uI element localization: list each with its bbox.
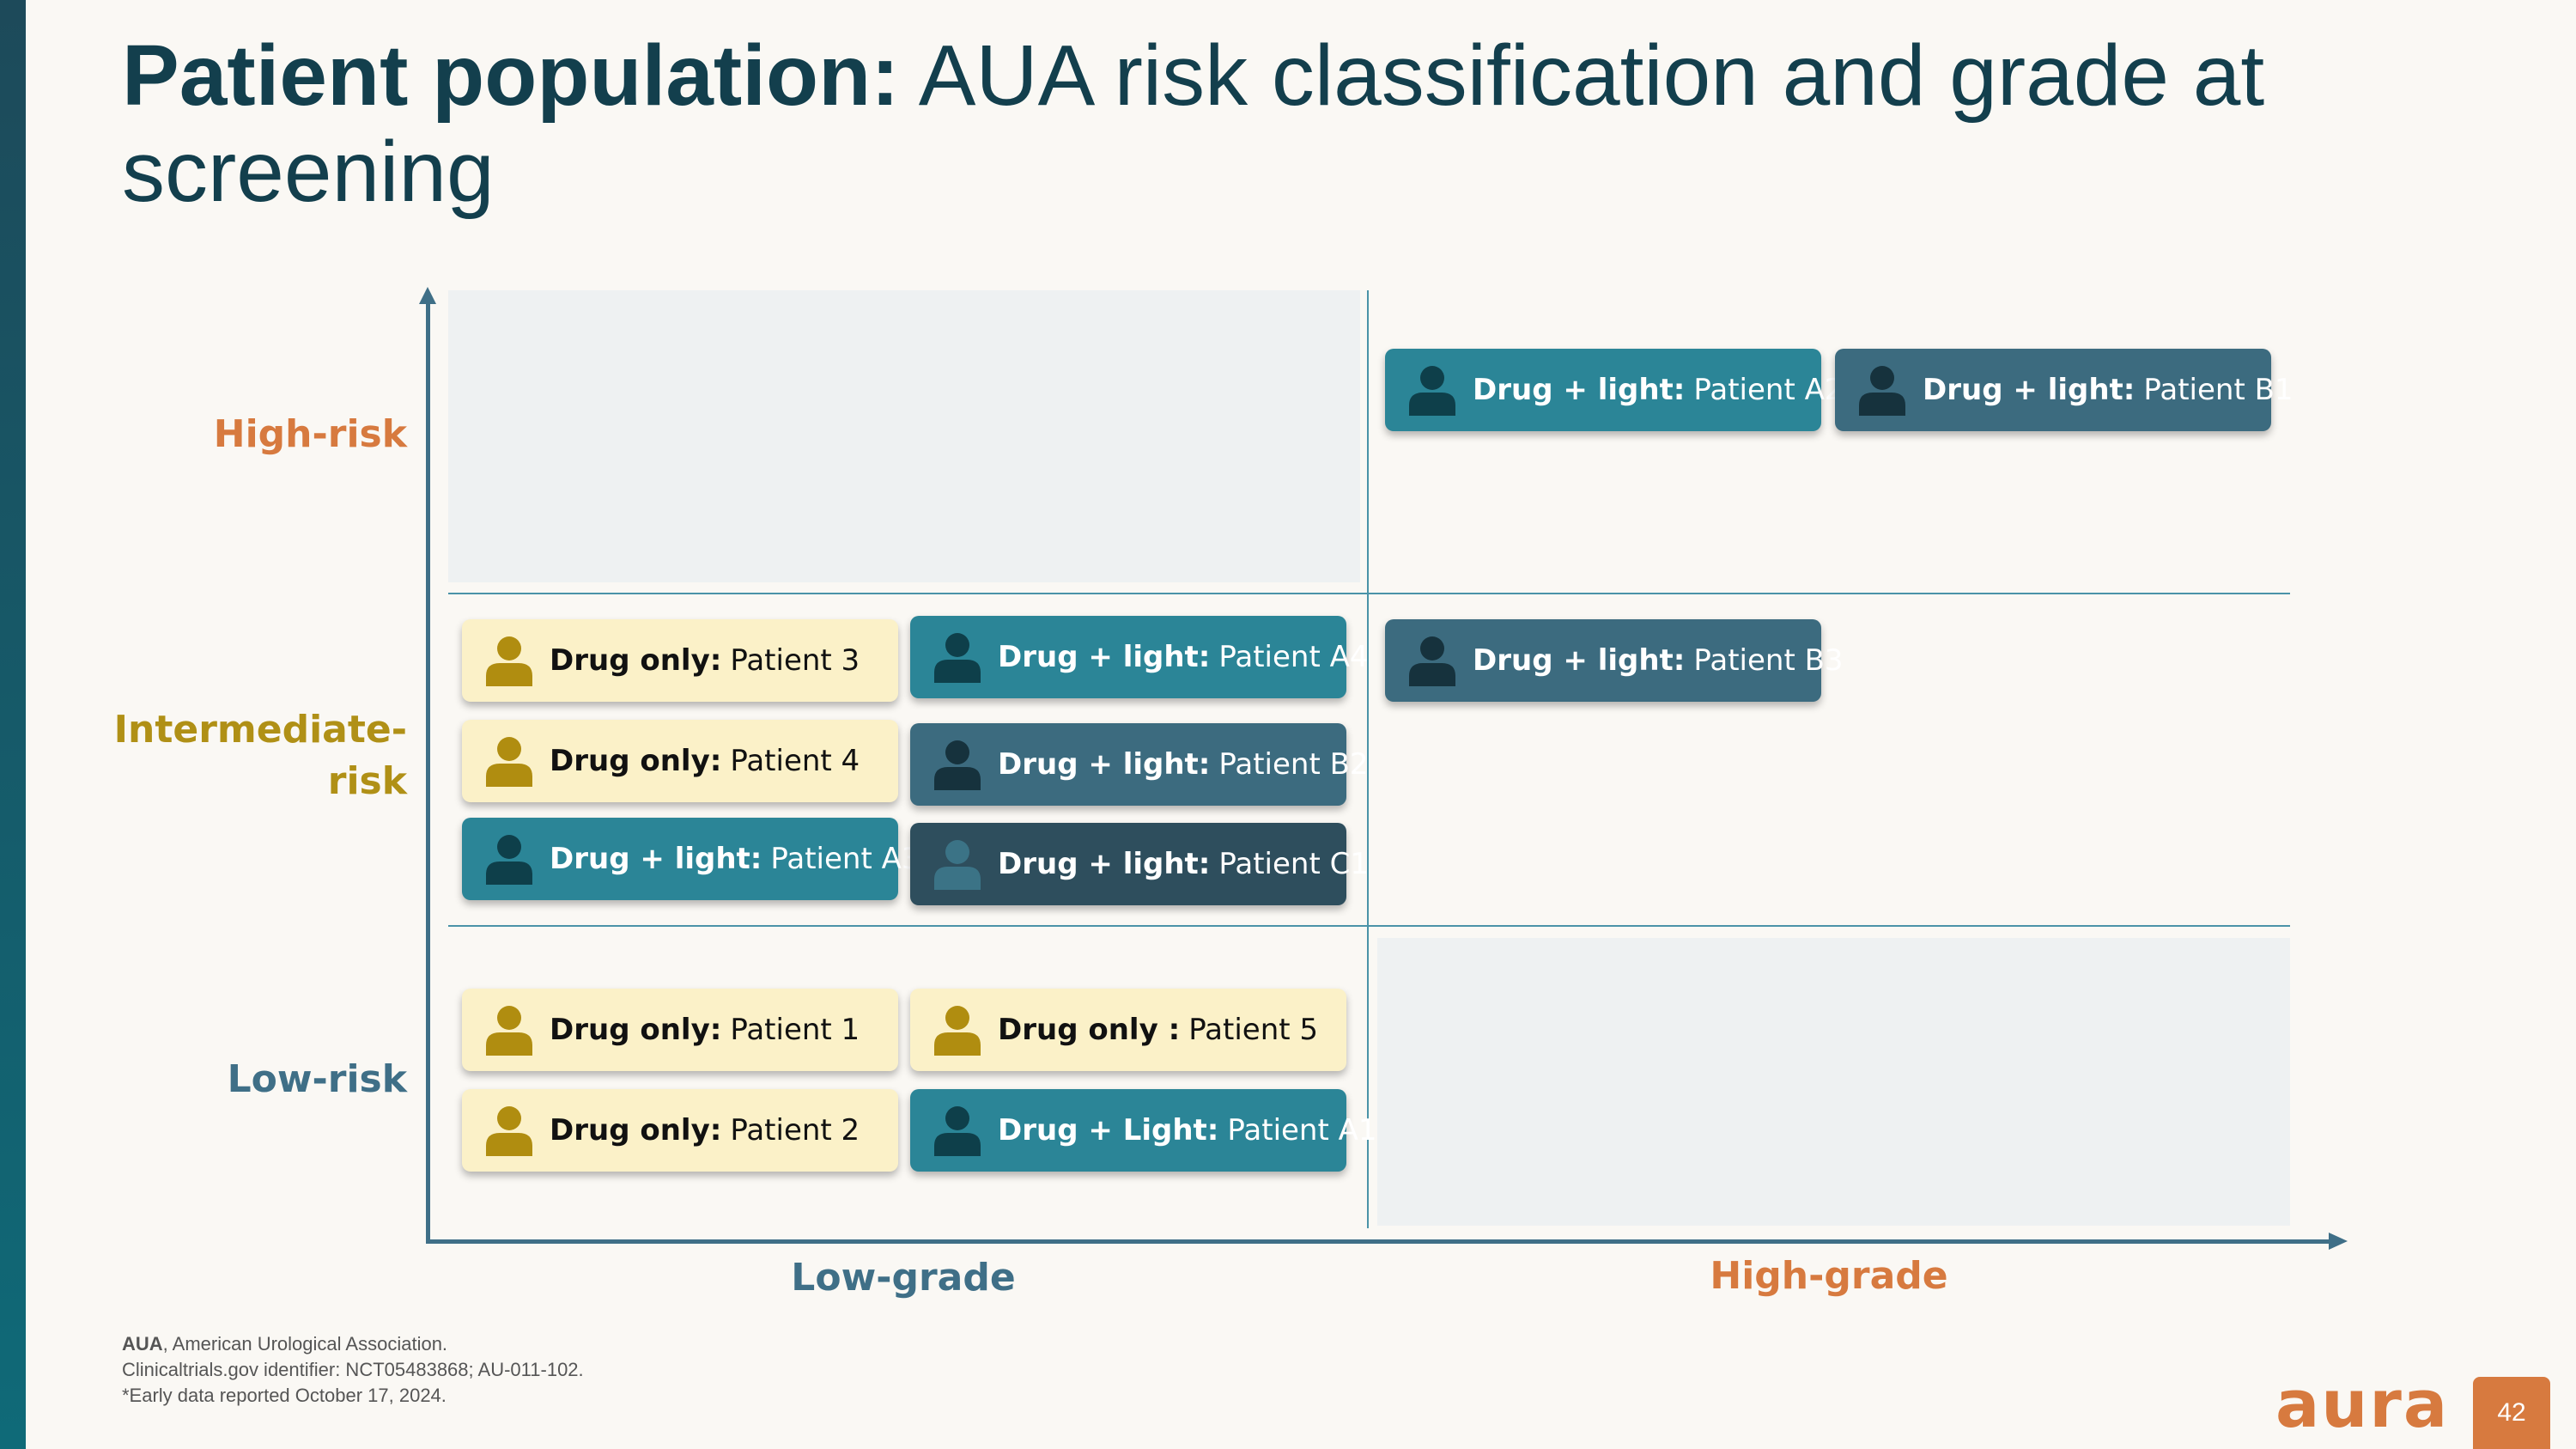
title-rest: AUA risk classification and grade at scr… <box>122 27 2265 220</box>
patient-card: Drug only :Patient 5 <box>910 989 1346 1071</box>
footnote-identifier: Clinicaltrials.gov identifier: NCT054838… <box>122 1359 584 1380</box>
patient-card: Drug + light:Patient B3 <box>1385 619 1844 702</box>
treatment-label: Drug + light: <box>998 640 1211 674</box>
quadrant-shade-low-high <box>1377 938 2290 1226</box>
y-label-intermediate-line1: Intermediate- <box>113 708 407 752</box>
person-icon <box>1409 636 1455 686</box>
patient-card: Drug only:Patient 3 <box>462 619 898 702</box>
treatment-label: Drug only: <box>550 744 722 778</box>
patient-card: Drug only:Patient 2 <box>462 1089 898 1172</box>
patient-card: Drug only:Patient 1 <box>462 989 898 1071</box>
title-bold: Patient population: <box>122 27 900 124</box>
treatment-label: Drug only : <box>998 1013 1181 1047</box>
footnote-abbreviation: AUA, American Urological Association. <box>122 1333 448 1355</box>
patient-name: Patient 2 <box>730 1113 860 1148</box>
x-label-low-grade: Low-grade <box>791 1256 1016 1300</box>
patient-card: Drug + Light:Patient A1 <box>910 1089 1377 1172</box>
treatment-label: Drug only: <box>550 643 722 678</box>
patient-name: Patient B3 <box>1693 643 1844 678</box>
x-label-high-grade: High-grade <box>1710 1254 1948 1298</box>
aura-logo: aura <box>2275 1366 2450 1442</box>
patient-name: Patient A2 <box>1693 373 1844 407</box>
treatment-label: Drug only: <box>550 1013 722 1047</box>
patient-name: Patient 1 <box>730 1013 860 1047</box>
person-icon <box>486 737 532 787</box>
treatment-label: Drug + light: <box>998 847 1211 881</box>
patient-card: Drug + light:Patient A3 <box>462 818 920 900</box>
patient-name: Patient B2 <box>1218 747 1369 782</box>
y-axis-arrow <box>419 287 436 304</box>
person-icon <box>1409 366 1455 416</box>
patient-name: Patient A4 <box>1218 640 1369 674</box>
treatment-label: Drug + light: <box>550 842 762 876</box>
person-icon <box>934 1006 981 1056</box>
treatment-label: Drug + light: <box>1473 373 1686 407</box>
x-axis-arrow <box>2329 1233 2348 1250</box>
patient-name: Patient A3 <box>770 842 920 876</box>
patient-name: Patient A1 <box>1227 1113 1377 1148</box>
treatment-label: Drug only: <box>550 1113 722 1148</box>
person-icon <box>934 1106 981 1156</box>
treatment-label: Drug + light: <box>1923 373 2136 407</box>
person-icon <box>934 840 981 890</box>
patient-card: Drug + light:Patient C1 <box>910 823 1369 905</box>
treatment-label: Drug + Light: <box>998 1113 1219 1148</box>
risk-divider-bottom <box>448 925 2290 927</box>
y-label-intermediate-line2: risk <box>327 759 407 803</box>
y-label-low-risk: Low-risk <box>227 1057 407 1101</box>
x-axis <box>426 1239 2332 1244</box>
quadrant-shade-high-low <box>448 290 1360 582</box>
patient-card: Drug + light:Patient A2 <box>1385 349 1844 431</box>
person-icon <box>486 835 532 885</box>
patient-card: Drug + light:Patient B2 <box>910 723 1369 806</box>
person-icon <box>934 633 981 683</box>
person-icon <box>934 740 981 790</box>
footnotes: AUA, American Urological Association. Cl… <box>122 1331 584 1409</box>
risk-divider-top <box>448 593 2290 594</box>
patient-card: Drug only:Patient 4 <box>462 720 898 802</box>
treatment-label: Drug + light: <box>1473 643 1686 678</box>
y-label-intermediate-risk: Intermediate- risk <box>114 704 407 807</box>
page-number: 42 <box>2473 1377 2550 1449</box>
patient-card: Drug + light:Patient B1 <box>1835 349 2293 431</box>
grade-divider <box>1367 290 1369 1228</box>
patient-name: Patient 4 <box>730 744 860 778</box>
person-icon <box>486 1006 532 1056</box>
patient-name: Patient C1 <box>1218 847 1369 881</box>
page-title: Patient population: AUA risk classificat… <box>122 27 2440 220</box>
y-label-high-risk: High-risk <box>213 412 407 456</box>
person-icon <box>486 1106 532 1156</box>
patient-name: Patient B1 <box>2143 373 2293 407</box>
footnote-early-data: *Early data reported October 17, 2024. <box>122 1385 447 1406</box>
y-axis <box>426 296 430 1243</box>
patient-name: Patient 3 <box>730 643 860 678</box>
treatment-label: Drug + light: <box>998 747 1211 782</box>
patient-name: Patient 5 <box>1188 1013 1319 1047</box>
side-accent-bar <box>0 0 26 1449</box>
patient-card: Drug + light:Patient A4 <box>910 616 1369 698</box>
person-icon <box>486 636 532 686</box>
person-icon <box>1859 366 1905 416</box>
